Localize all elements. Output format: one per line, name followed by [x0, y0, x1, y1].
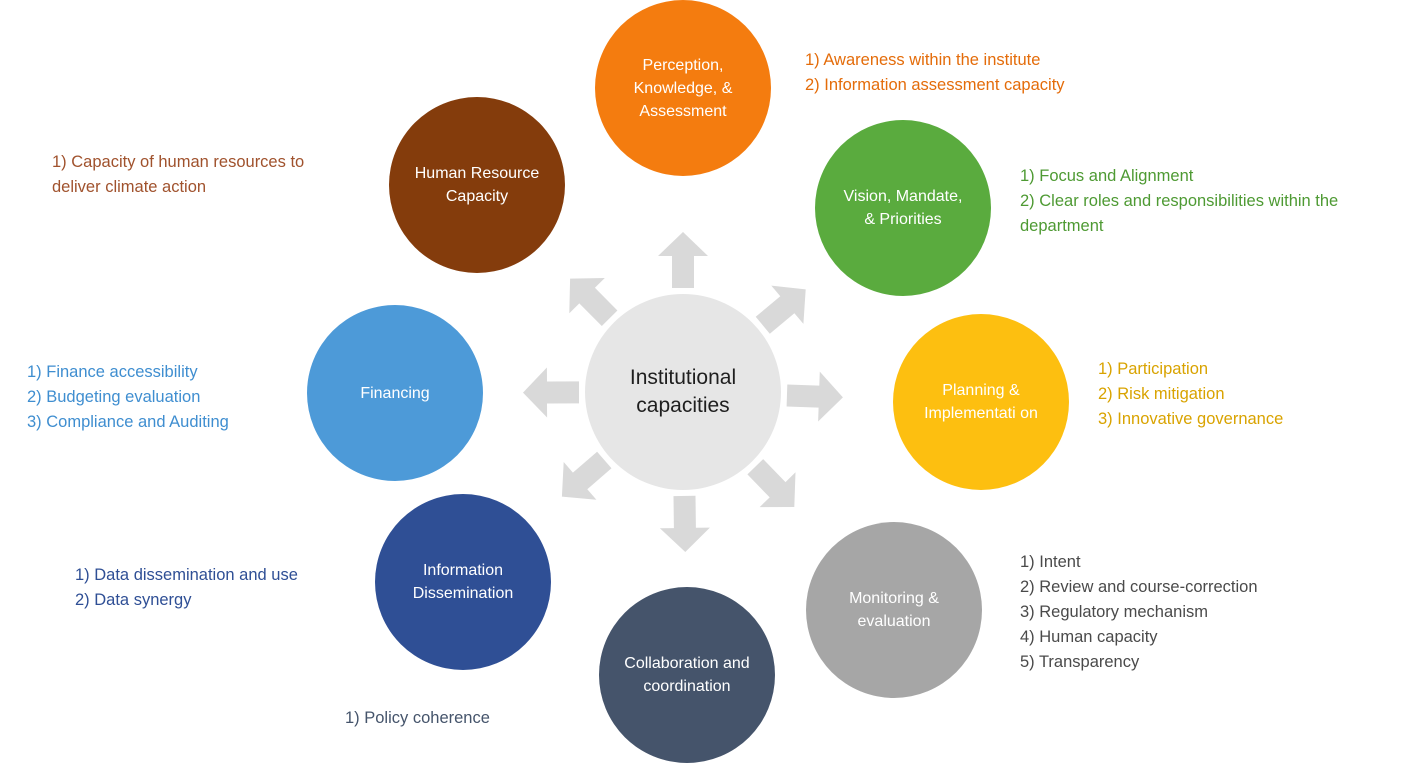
- arrow-to-planning: [786, 371, 843, 422]
- node-human-resource: Human Resource Capacity: [389, 97, 565, 273]
- node-planning: Planning & Implementati on: [893, 314, 1069, 490]
- financing-items: 1) Finance accessibility 2) Budgeting ev…: [27, 360, 287, 435]
- arrow-to-human-resource: [569, 278, 618, 326]
- node-vision: Vision, Mandate, & Priorities: [815, 120, 991, 296]
- node-perception: Perception, Knowledge, & Assessment: [595, 0, 771, 176]
- node-financing-label: Financing: [360, 384, 430, 402]
- collaboration-items: 1) Policy coherence: [345, 706, 595, 731]
- node-information: Information Dissemination: [375, 494, 551, 670]
- planning-items: 1) Participation 2) Risk mitigation 3) I…: [1098, 357, 1398, 432]
- node-monitoring: Monitoring & evaluation: [806, 522, 982, 698]
- arrow-to-information: [561, 451, 612, 500]
- monitoring-item: 1) Intent: [1020, 553, 1081, 571]
- node-financing: Financing: [307, 305, 483, 481]
- arrow-to-perception: [658, 232, 708, 288]
- perception-item: 2) Information assessment capacity: [805, 76, 1065, 94]
- node-vision-label: Vision, Mandate, & Priorities: [843, 188, 963, 228]
- planning-item: 2) Risk mitigation: [1098, 385, 1225, 403]
- node-perception-label: Perception, Knowledge, & Assessment: [633, 56, 733, 120]
- node-collaboration-label: Collaboration and coordination: [624, 655, 750, 695]
- collaboration-item: 1) Policy coherence: [345, 709, 490, 727]
- information-items: 1) Data dissemination and use 2) Data sy…: [75, 563, 365, 613]
- arrow-to-financing: [523, 367, 579, 418]
- monitoring-item: 5) Transparency: [1020, 653, 1140, 671]
- financing-item: 3) Compliance and Auditing: [27, 413, 229, 431]
- arrow-to-vision: [755, 285, 806, 334]
- arrow-to-collaboration: [659, 495, 710, 552]
- monitoring-items: 1) Intent 2) Review and course-correctio…: [1020, 550, 1350, 675]
- center-label: Institutional capacities: [629, 366, 737, 417]
- perception-items: 1) Awareness within the institute 2) Inf…: [805, 48, 1205, 98]
- human-resource-item: 1) Capacity of human resources to delive…: [52, 153, 305, 196]
- perception-item: 1) Awareness within the institute: [805, 51, 1041, 69]
- human-resource-items: 1) Capacity of human resources to delive…: [52, 150, 357, 200]
- node-monitoring-label: Monitoring & evaluation: [849, 590, 939, 630]
- vision-item: 1) Focus and Alignment: [1020, 167, 1194, 185]
- information-item: 1) Data dissemination and use: [75, 566, 298, 584]
- node-planning-label: Planning & Implementati on: [924, 382, 1038, 422]
- arrow-to-monitoring: [747, 459, 796, 508]
- financing-item: 1) Finance accessibility: [27, 363, 198, 381]
- node-collaboration: Collaboration and coordination: [599, 587, 775, 763]
- vision-item: 2) Clear roles and responsibilities with…: [1020, 192, 1339, 235]
- center-circle: Institutional capacities: [585, 294, 781, 490]
- financing-item: 2) Budgeting evaluation: [27, 388, 201, 406]
- planning-item: 1) Participation: [1098, 360, 1209, 378]
- monitoring-item: 3) Regulatory mechanism: [1020, 603, 1208, 621]
- planning-item: 3) Innovative governance: [1098, 410, 1284, 428]
- vision-items: 1) Focus and Alignment 2) Clear roles an…: [1020, 164, 1415, 239]
- node-information-label: Information Dissemination: [412, 562, 514, 602]
- information-item: 2) Data synergy: [75, 591, 192, 609]
- node-human-resource-label: Human Resource Capacity: [414, 165, 540, 205]
- monitoring-item: 4) Human capacity: [1020, 628, 1158, 646]
- monitoring-item: 2) Review and course-correction: [1020, 578, 1258, 596]
